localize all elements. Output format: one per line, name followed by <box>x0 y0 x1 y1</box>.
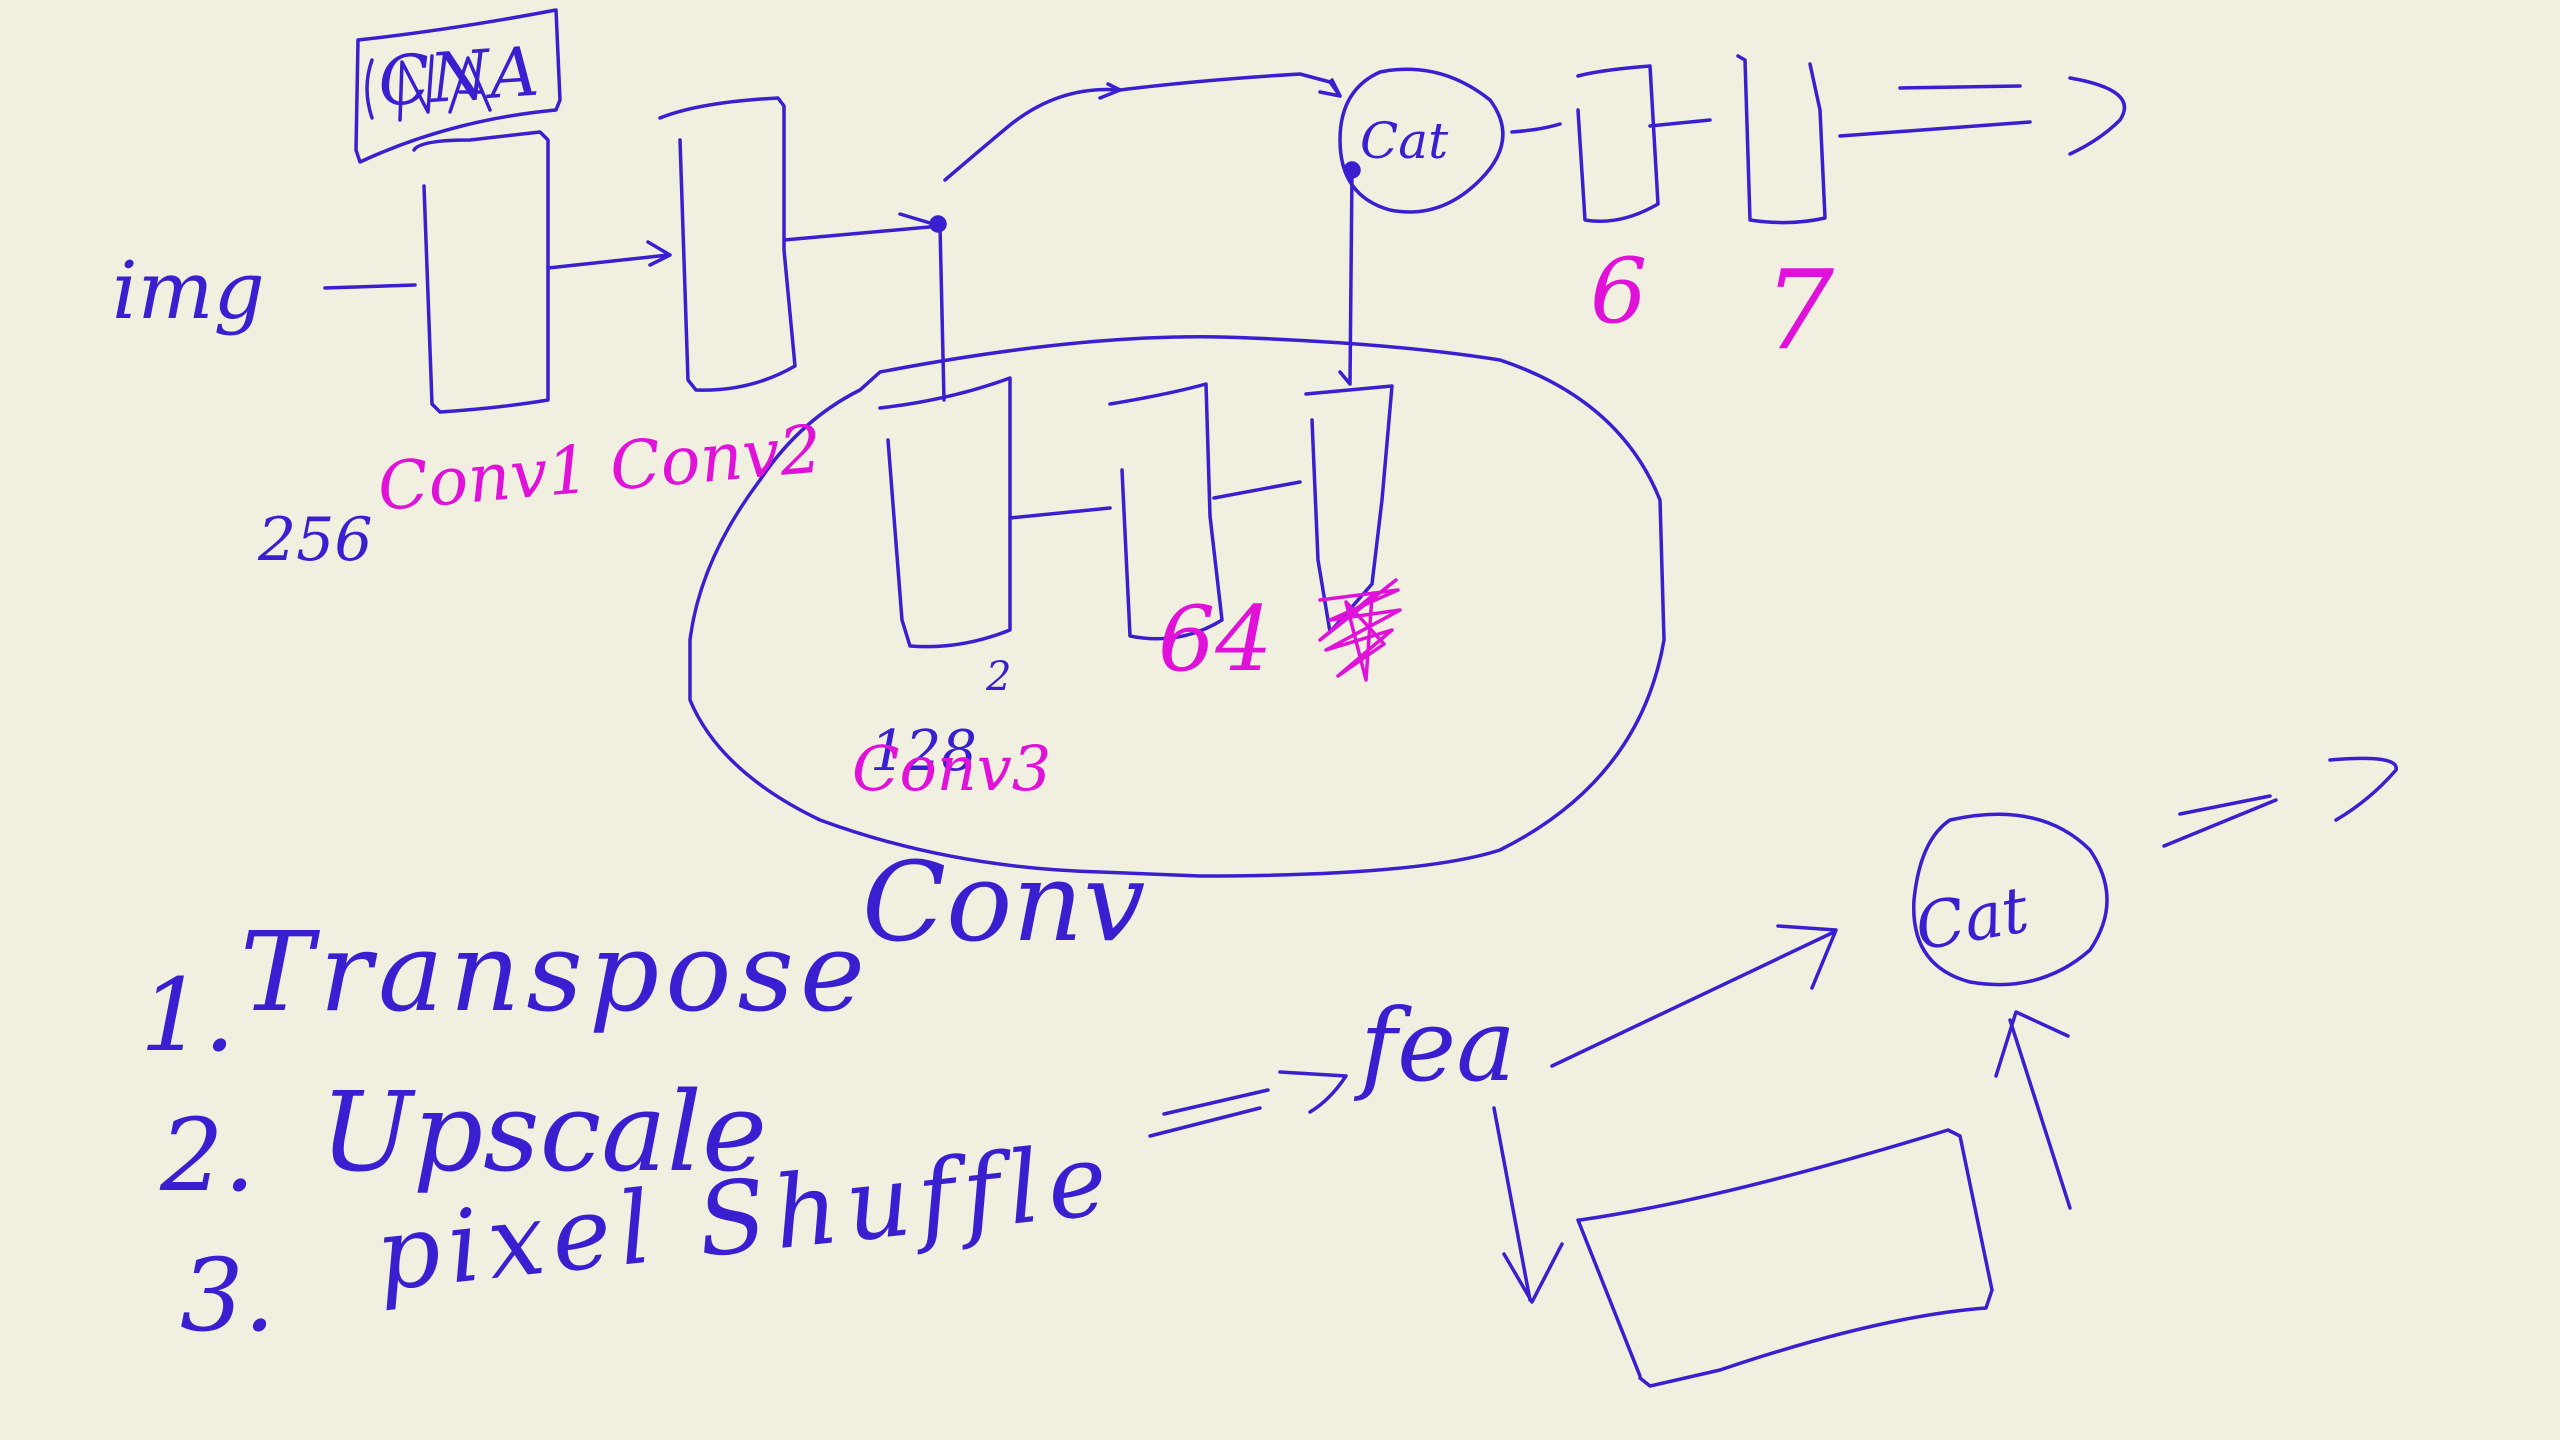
junction-drop <box>938 224 946 402</box>
block-conv2 <box>658 96 797 392</box>
size-64-label: 64 <box>1158 587 1273 692</box>
cat-to-stage6-line <box>1510 122 1562 134</box>
block-stage6 <box>1576 64 1660 224</box>
cat-drop <box>1338 168 1354 386</box>
method-2-number: 2. <box>159 1097 255 1214</box>
cat-dot <box>1343 161 1361 179</box>
cna-letter-strokes <box>365 54 492 122</box>
method-1-number: 1. <box>140 957 235 1074</box>
process-box <box>1576 1128 1994 1388</box>
cat-circle-top <box>1338 67 1505 214</box>
cat-bottom-label: Cat <box>1910 873 2034 966</box>
img-arrow <box>323 283 417 290</box>
fea-to-cat-arrow <box>1550 924 1838 1068</box>
junction-line <box>782 212 942 242</box>
scribble-mark <box>1318 578 1402 682</box>
cna-box <box>354 8 562 164</box>
fea-label: fea <box>1353 987 1516 1104</box>
cat-circle-bottom <box>1912 812 2109 987</box>
bottom-pipeline <box>1148 756 2398 1388</box>
conv1-conv2-label: Conv1 Conv2 <box>375 410 825 525</box>
stage6-to-stage7 <box>1648 118 1712 128</box>
inner-block-c <box>1304 384 1394 634</box>
inner-link-ab <box>1008 506 1112 520</box>
magenta-annotations <box>1318 578 1402 682</box>
cna-label: CNA <box>376 33 542 123</box>
bottom-output-arrow <box>2162 756 2398 848</box>
size-128-label: 128 <box>870 719 977 784</box>
superscript-2-label: 2 <box>985 654 1011 700</box>
inner-link-bc <box>1212 480 1302 500</box>
inner-block-b <box>1108 382 1224 641</box>
inner-block-a <box>878 376 1012 649</box>
fea-incoming-arrow <box>1148 1070 1348 1138</box>
box-to-cat-arrow <box>1994 1010 2072 1210</box>
arrow-block1-block2 <box>546 240 672 270</box>
method-2-text: Upscale <box>320 1068 767 1196</box>
block-conv1 <box>412 130 550 414</box>
size-256-label: 256 <box>257 505 373 575</box>
block-stage7 <box>1736 54 1827 225</box>
cat-top-label: Cat <box>1360 112 1449 170</box>
method-3-number: 3. <box>180 1237 275 1354</box>
skip-connection <box>943 72 1342 182</box>
img-label: img <box>112 244 265 337</box>
output-arrow <box>1838 76 2127 156</box>
transpose-conv-label: Conv <box>862 838 1145 966</box>
conv-blob <box>688 334 1666 878</box>
skip-arrowhead-small <box>1098 82 1122 100</box>
stage7-label: 7 <box>1764 246 1834 374</box>
fea-down-arrow <box>1492 1106 1564 1304</box>
top-architecture <box>323 8 2127 878</box>
method-1-text: Transpose <box>240 908 871 1036</box>
junction-dot <box>929 215 947 233</box>
methods-list: 1. Transpose Conv 2. Upscale 3. pixel Sh… <box>140 838 1145 1354</box>
stage6-label: 6 <box>1590 239 1647 344</box>
conv-block-note: Conv3 <box>852 732 1051 805</box>
